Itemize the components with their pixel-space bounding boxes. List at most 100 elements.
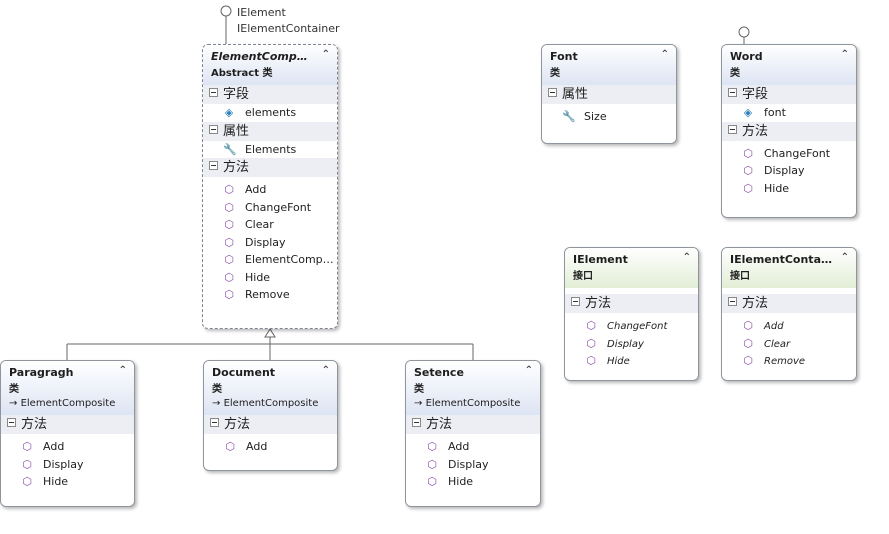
method-item[interactable]: ⬡ChangeFont <box>722 145 856 163</box>
method-item[interactable]: ⬡Add <box>406 438 540 456</box>
class-word[interactable]: Word 类 ⌃ 字段 ◈font 方法 ⬡ChangeFont ⬡Displa… <box>721 44 857 218</box>
method-item[interactable]: ⬡Hide <box>203 269 337 287</box>
section-methods[interactable]: 方法 <box>722 294 856 313</box>
method-item[interactable]: ⬡ Display <box>406 456 540 474</box>
class-type: 类 <box>212 384 222 395</box>
section-methods[interactable]: 方法 <box>406 415 540 434</box>
method-cube-icon: ⬡ <box>586 319 596 332</box>
section-methods[interactable]: 方法 <box>1 415 134 434</box>
method-cube-icon: ⬡ <box>586 336 596 350</box>
class-paragraph[interactable]: Paragragh 类 → ElementComposite ⌃ 方法 ⬡Add… <box>0 360 135 507</box>
section-title: 方法 <box>224 417 251 432</box>
method-item[interactable]: ⬡Add <box>204 438 337 456</box>
interface-ielement[interactable]: IElement 接口 ⌃ 方法 ⬡ChangeFont ⬡Display ⬡H… <box>564 247 699 381</box>
method-item[interactable]: ⬡ElementCompo… <box>203 251 337 269</box>
section-fields[interactable]: 字段 <box>722 85 856 104</box>
method-cube-icon: ⬡ <box>743 336 753 350</box>
interface-header: IElementContai… 接口 ⌃ <box>722 248 856 288</box>
collapse-toggle-icon[interactable] <box>548 88 557 97</box>
method-item[interactable]: ⬡Hide <box>565 352 698 370</box>
chevron-up-icon[interactable]: ⌃ <box>321 49 330 60</box>
method-item[interactable]: ⬡ChangeFont <box>203 199 337 217</box>
method-item[interactable]: ⬡Clear <box>203 216 337 234</box>
method-item[interactable]: ⬡Add <box>1 438 134 456</box>
collapse-toggle-icon[interactable] <box>728 297 737 306</box>
field-icon: ◈ <box>743 106 753 120</box>
collapse-toggle-icon[interactable] <box>728 88 737 97</box>
collapse-toggle-icon[interactable] <box>210 418 219 427</box>
section-title: 方法 <box>426 417 453 432</box>
class-font[interactable]: Font 类 ⌃ 属性 🔧Size <box>541 44 677 144</box>
class-name: Document <box>212 366 276 379</box>
section-fields[interactable]: 字段 <box>203 85 337 104</box>
method-item[interactable]: ⬡Hide <box>722 180 856 198</box>
method-item[interactable]: ⬡Display <box>203 234 337 252</box>
method-item[interactable]: ⬡ Display <box>1 456 134 474</box>
method-item[interactable]: ⬡Clear <box>722 335 856 353</box>
collapse-toggle-icon[interactable] <box>209 88 218 97</box>
section-properties[interactable]: 属性 <box>542 85 676 104</box>
class-element-composite[interactable]: ElementComposite Abstract 类 ⌃ 字段 ◈elemen… <box>202 44 338 329</box>
collapse-toggle-icon[interactable] <box>209 124 218 134</box>
method-item[interactable]: ⬡Add <box>203 181 337 199</box>
section-methods[interactable]: 方法 <box>203 158 337 177</box>
chevron-up-icon[interactable]: ⌃ <box>840 49 849 60</box>
section-title: 方法 <box>585 296 612 311</box>
chevron-up-icon[interactable]: ⌃ <box>682 252 691 263</box>
field-item[interactable]: ◈font <box>722 104 856 122</box>
class-name: Paragragh <box>9 366 74 379</box>
collapse-toggle-icon[interactable] <box>412 418 421 427</box>
method-name: Hide <box>43 475 69 488</box>
chevron-up-icon[interactable]: ⌃ <box>118 365 127 376</box>
method-cube-icon: ⬡ <box>427 440 437 454</box>
method-name: Display <box>43 457 84 471</box>
method-name: ElementCompo… <box>245 253 337 266</box>
class-document[interactable]: Document 类 → ElementComposite ⌃ 方法 ⬡Add <box>203 360 338 471</box>
method-cube-icon: ⬡ <box>427 457 437 471</box>
section-methods[interactable]: 方法 <box>204 415 337 434</box>
method-item[interactable]: ⬡Hide <box>406 473 540 491</box>
section-title: 字段 <box>223 87 250 102</box>
class-header: Document 类 → ElementComposite ⌃ <box>204 361 337 415</box>
method-name: Display <box>448 457 489 471</box>
property-item[interactable]: 🔧Elements <box>203 141 337 159</box>
method-cube-icon: ⬡ <box>225 440 235 454</box>
field-item[interactable]: ◈elements <box>203 104 337 122</box>
method-item[interactable]: ⬡ Display <box>565 335 698 353</box>
chevron-up-icon[interactable]: ⌃ <box>660 49 669 60</box>
method-item[interactable]: ⬡Remove <box>722 352 856 370</box>
section-methods[interactable]: 方法 <box>722 121 856 141</box>
section-title: 方法 <box>742 123 769 139</box>
method-cube-icon: ⬡ <box>224 235 234 249</box>
method-name: Add <box>764 320 784 332</box>
section-methods[interactable]: 方法 <box>565 294 698 313</box>
property-item[interactable]: 🔧Size <box>542 108 676 126</box>
collapse-toggle-icon[interactable] <box>571 297 580 306</box>
class-setence[interactable]: Setence 类 → ElementComposite ⌃ 方法 ⬡Add ⬡… <box>405 360 541 507</box>
method-item[interactable]: ⬡Remove <box>203 286 337 304</box>
lollipop-label-ielementcontainer: IElementContainer <box>237 22 340 35</box>
method-item[interactable]: ⬡Display <box>722 162 856 180</box>
chevron-up-icon[interactable]: ⌃ <box>840 252 849 263</box>
collapse-toggle-icon[interactable] <box>728 124 737 134</box>
class-header: ElementComposite Abstract 类 ⌃ <box>203 45 337 85</box>
wrench-icon: 🔧 <box>223 142 237 156</box>
method-name: Display <box>607 338 644 350</box>
chevron-up-icon[interactable]: ⌃ <box>524 365 533 376</box>
method-cube-icon: ⬡ <box>224 288 234 302</box>
interface-ielementcontainer[interactable]: IElementContai… 接口 ⌃ 方法 ⬡Add ⬡Clear ⬡Rem… <box>721 247 857 381</box>
section-properties[interactable]: 属性 <box>203 121 337 141</box>
interface-type: 接口 <box>730 271 750 282</box>
property-name: Size <box>584 110 607 123</box>
interface-header: IElement 接口 ⌃ <box>565 248 698 288</box>
method-name: Hide <box>607 355 630 367</box>
chevron-up-icon[interactable]: ⌃ <box>321 365 330 376</box>
method-cube-icon: ⬡ <box>22 457 32 471</box>
method-item[interactable]: ⬡Hide <box>1 473 134 491</box>
method-item[interactable]: ⬡Add <box>722 317 856 335</box>
collapse-toggle-icon[interactable] <box>209 161 218 170</box>
method-cube-icon: ⬡ <box>743 146 753 160</box>
method-item[interactable]: ⬡ChangeFont <box>565 317 698 335</box>
method-name: Add <box>245 183 267 196</box>
collapse-toggle-icon[interactable] <box>7 418 16 427</box>
